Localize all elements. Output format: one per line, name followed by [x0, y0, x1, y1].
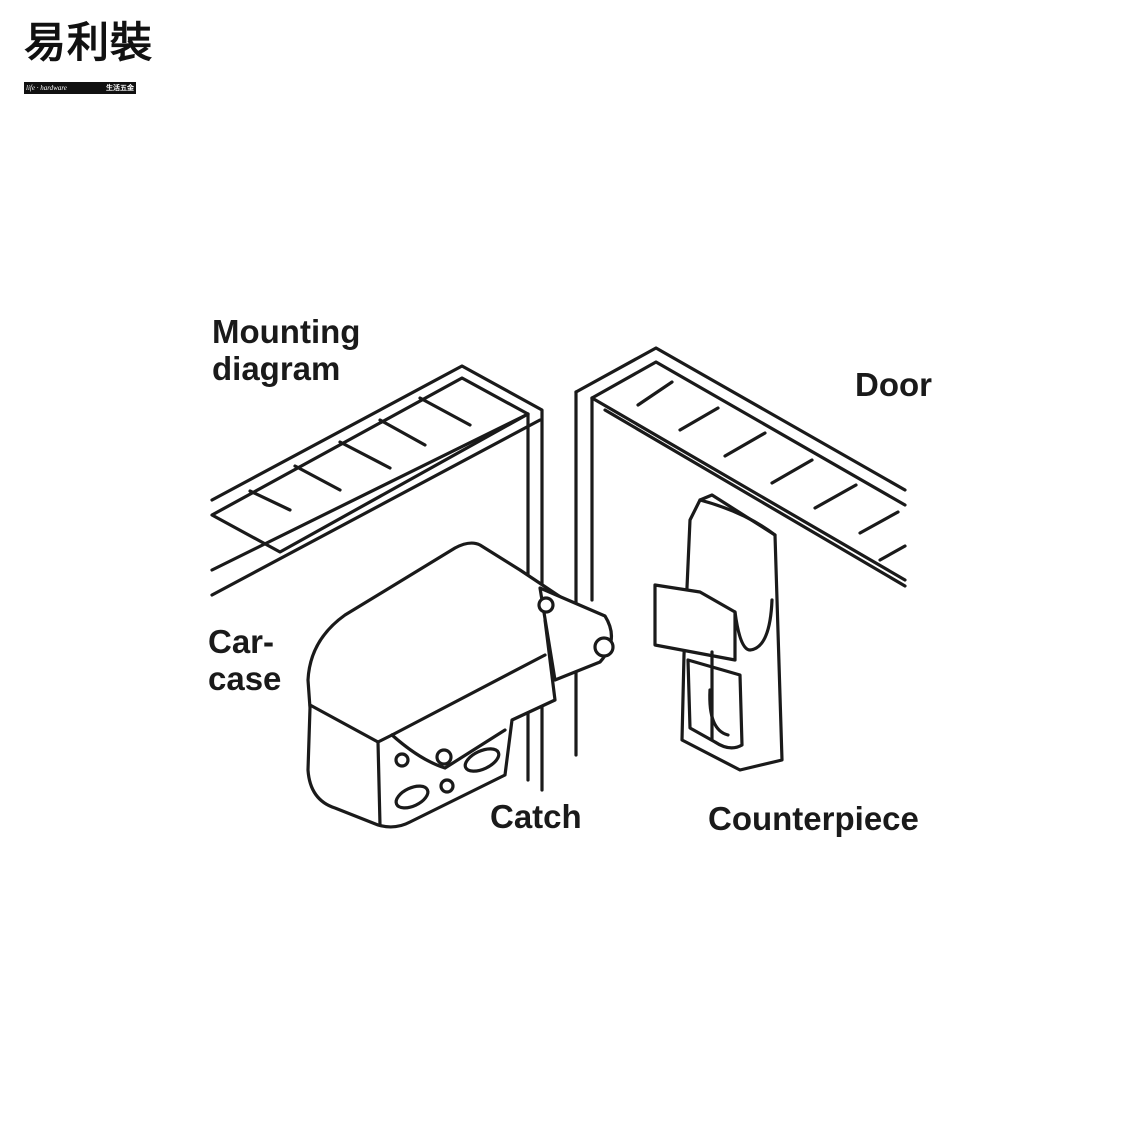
door-panel: [574, 346, 907, 757]
carcase-label-line1: Car-: [208, 623, 275, 660]
door-label: Door: [855, 366, 932, 403]
catch-body: [306, 541, 615, 829]
diagram-title-line1: Mounting: [212, 313, 361, 350]
counterpiece-label: Counterpiece: [708, 800, 919, 837]
carcase-label-line2: case: [208, 660, 282, 697]
brand-tagline-bar: life · hardware 生活五金: [24, 82, 136, 94]
counterpiece-part: [653, 493, 784, 772]
catch-label: Catch: [490, 798, 582, 835]
brand-tagline-en: life · hardware: [26, 84, 67, 92]
brand-logo-text: 易利裝: [24, 18, 154, 67]
brand-tagline-cn: 生活五金: [106, 84, 134, 92]
diagram-title-line2: diagram: [212, 350, 341, 387]
